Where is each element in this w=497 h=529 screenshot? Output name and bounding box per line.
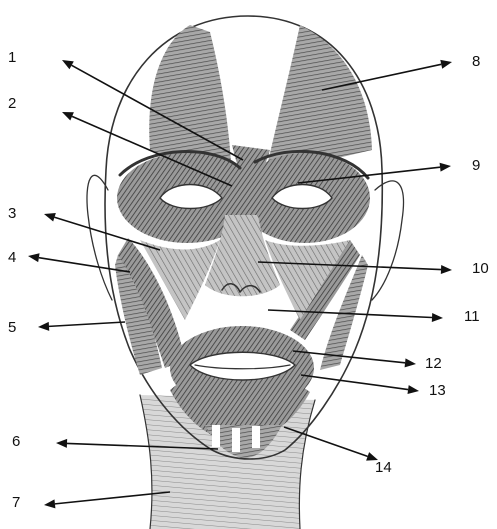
leader-arrow-5 <box>38 322 125 331</box>
label-5: 5 <box>8 319 16 336</box>
label-13: 13 <box>429 382 446 399</box>
label-8: 8 <box>472 53 480 70</box>
label-4: 4 <box>8 249 16 266</box>
leader-arrow-4 <box>28 253 130 272</box>
label-7: 7 <box>12 494 20 511</box>
label-2: 2 <box>8 95 16 112</box>
right-ear <box>372 181 403 300</box>
label-1: 1 <box>8 49 16 66</box>
left-ear <box>87 175 112 300</box>
label-6: 6 <box>12 433 20 450</box>
label-10: 10 <box>472 260 489 277</box>
label-3: 3 <box>8 205 16 222</box>
label-14: 14 <box>375 459 392 476</box>
leader-arrow-13 <box>301 375 419 394</box>
label-9: 9 <box>472 157 480 174</box>
label-12: 12 <box>425 355 442 372</box>
label-11: 11 <box>464 308 480 325</box>
